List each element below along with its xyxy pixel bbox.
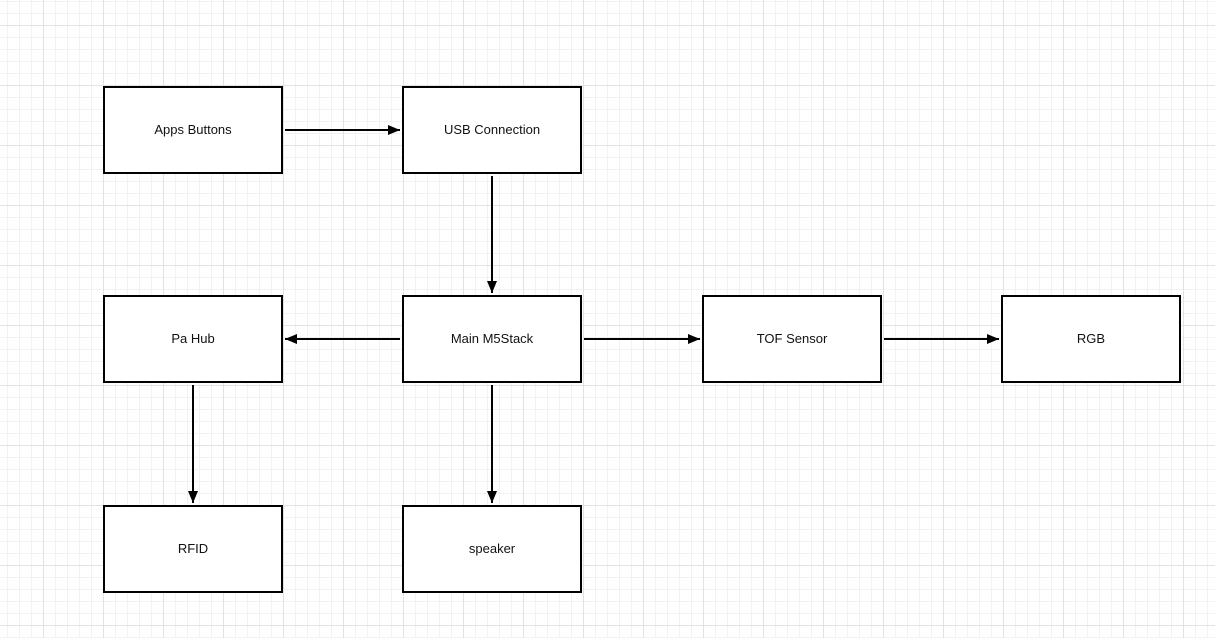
node-usb-connection[interactable]: USB Connection — [402, 86, 582, 174]
node-pa-hub[interactable]: Pa Hub — [103, 295, 283, 383]
node-main-m5stack-label: Main M5Stack — [450, 331, 534, 347]
node-usb-connection-label: USB Connection — [443, 122, 541, 138]
node-pa-hub-label: Pa Hub — [171, 331, 215, 347]
node-main-m5stack[interactable]: Main M5Stack — [402, 295, 582, 383]
node-tof-sensor-label: TOF Sensor — [756, 331, 828, 347]
node-apps-buttons-label: Apps Buttons — [154, 122, 232, 138]
node-rgb[interactable]: RGB — [1001, 295, 1181, 383]
node-tof-sensor[interactable]: TOF Sensor — [702, 295, 882, 383]
node-rfid-label: RFID — [177, 541, 209, 557]
node-rgb-label: RGB — [1076, 331, 1106, 347]
node-rfid[interactable]: RFID — [103, 505, 283, 593]
node-speaker[interactable]: speaker — [402, 505, 582, 593]
node-speaker-label: speaker — [468, 541, 516, 557]
node-apps-buttons[interactable]: Apps Buttons — [103, 86, 283, 174]
